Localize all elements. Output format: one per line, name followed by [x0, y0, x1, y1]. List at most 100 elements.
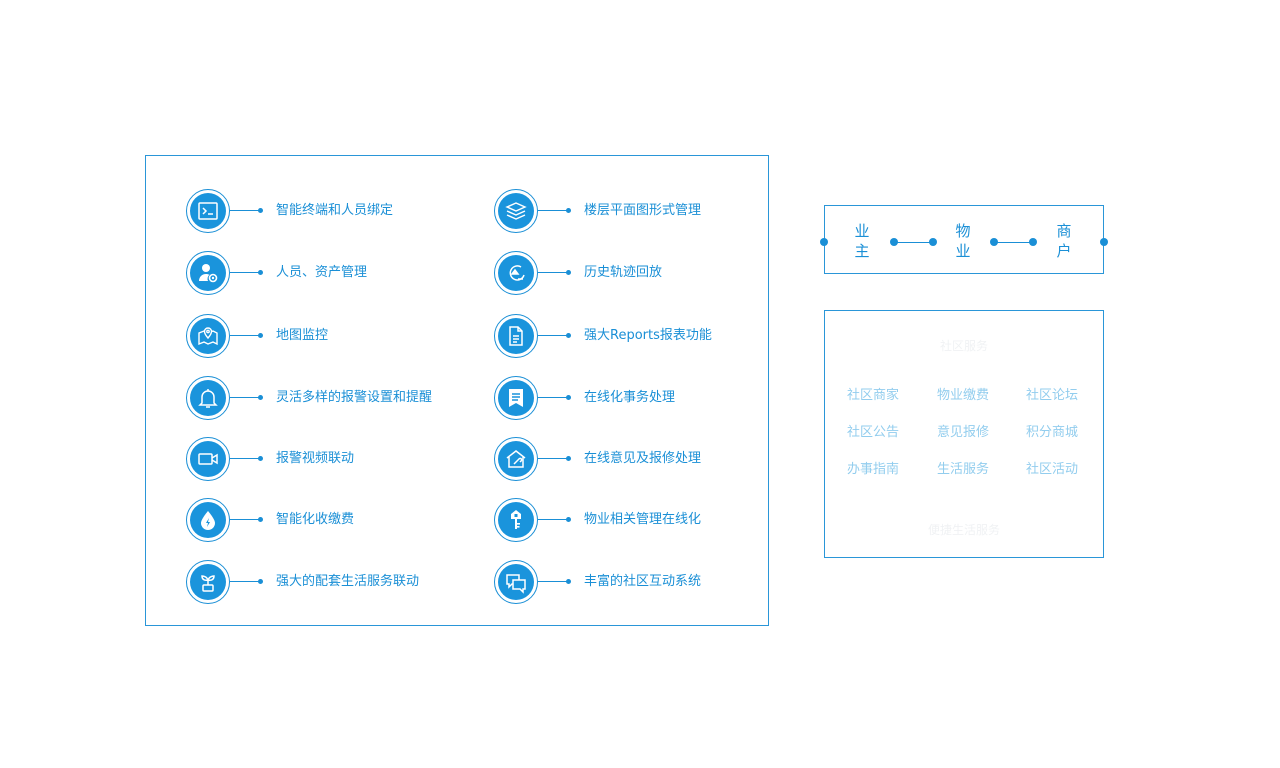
connector-line — [538, 581, 568, 582]
feature-label: 强大Reports报表功能 — [584, 328, 712, 343]
roles-dot — [990, 238, 998, 246]
house-repair-icon — [498, 441, 534, 477]
feature-alarm-video[interactable]: 报警视频联动 — [186, 437, 486, 483]
feature-label: 在线化事务处理 — [584, 390, 676, 405]
feature-life-services[interactable]: 强大的配套生活服务联动 — [186, 560, 486, 606]
icon-ring — [494, 251, 538, 295]
service-feedback-repair[interactable]: 意见报修 — [937, 425, 990, 440]
services-panel: 社区服务 社区商家 物业缴费 社区论坛 社区公告 意见报修 积分商城 办事指南 … — [824, 310, 1104, 558]
feature-feedback-repair[interactable]: 在线意见及报修处理 — [494, 437, 794, 483]
feature-label: 丰富的社区互动系统 — [584, 574, 702, 589]
connector-dot — [258, 456, 263, 461]
connector-line — [230, 272, 260, 273]
connector-line — [230, 581, 260, 582]
connector-line — [230, 519, 260, 520]
connector-line — [230, 210, 260, 211]
icon-ring — [494, 314, 538, 358]
feature-terminal-binding[interactable]: 智能终端和人员绑定 — [186, 189, 486, 235]
feature-label: 强大的配套生活服务联动 — [276, 574, 420, 589]
service-guide[interactable]: 办事指南 — [847, 462, 900, 477]
connector-dot — [566, 395, 571, 400]
icon-ring — [186, 498, 230, 542]
connector-line — [538, 210, 568, 211]
icon-ring — [494, 560, 538, 604]
connector-dot — [258, 270, 263, 275]
feature-track-playback[interactable]: 历史轨迹回放 — [494, 251, 794, 297]
icon-ring — [186, 376, 230, 420]
feature-community-interaction[interactable]: 丰富的社区互动系统 — [494, 560, 794, 606]
feature-label: 在线意见及报修处理 — [584, 451, 702, 466]
connector-dot — [566, 333, 571, 338]
service-announcements[interactable]: 社区公告 — [847, 425, 900, 440]
role-merchant[interactable]: 商户 — [1056, 222, 1072, 260]
connector-dot — [258, 208, 263, 213]
feature-property-management[interactable]: 物业相关管理在线化 — [494, 498, 794, 544]
feature-label: 地图监控 — [276, 328, 329, 343]
connector-line — [538, 335, 568, 336]
document-icon — [498, 318, 534, 354]
roles-connector-line — [897, 242, 931, 243]
icon-ring — [186, 560, 230, 604]
connector-line — [230, 397, 260, 398]
service-points-mall[interactable]: 积分商城 — [1026, 425, 1079, 440]
chat-icon — [498, 564, 534, 600]
feature-online-affairs[interactable]: 在线化事务处理 — [494, 376, 794, 422]
service-merchants[interactable]: 社区商家 — [847, 388, 900, 403]
connector-line — [230, 335, 260, 336]
water-drop-icon — [190, 502, 226, 538]
connector-line — [230, 458, 260, 459]
feature-smart-payment[interactable]: 智能化收缴费 — [186, 498, 486, 544]
connector-dot — [258, 579, 263, 584]
connector-line — [538, 272, 568, 273]
feature-reports[interactable]: 强大Reports报表功能 — [494, 314, 794, 360]
feature-map-monitoring[interactable]: 地图监控 — [186, 314, 486, 360]
icon-ring — [186, 314, 230, 358]
icon-ring — [494, 189, 538, 233]
connector-line — [538, 458, 568, 459]
roles-panel: 业主 物业 商户 — [820, 205, 1108, 274]
service-activities[interactable]: 社区活动 — [1026, 462, 1079, 477]
bell-icon — [190, 380, 226, 416]
services-footer: 便捷生活服务 — [927, 523, 1000, 537]
key-house-icon — [498, 502, 534, 538]
connector-dot — [258, 333, 263, 338]
role-property[interactable]: 物业 — [955, 222, 971, 260]
feature-label: 灵活多样的报警设置和提醒 — [276, 390, 433, 405]
connector-dot — [258, 517, 263, 522]
service-property-fee[interactable]: 物业缴费 — [937, 388, 990, 403]
icon-ring — [494, 437, 538, 481]
connector-dot — [258, 395, 263, 400]
role-owner[interactable]: 业主 — [854, 222, 870, 260]
connector-dot — [566, 456, 571, 461]
icon-ring — [494, 376, 538, 420]
connector-dot — [566, 517, 571, 522]
layers-icon — [498, 193, 534, 229]
feature-floor-plan[interactable]: 楼层平面图形式管理 — [494, 189, 794, 235]
feature-label: 报警视频联动 — [276, 451, 355, 466]
video-camera-icon — [190, 441, 226, 477]
feature-personnel-assets[interactable]: 人员、资产管理 — [186, 251, 486, 297]
user-settings-icon — [190, 255, 226, 291]
service-life[interactable]: 生活服务 — [937, 462, 990, 477]
feature-label: 历史轨迹回放 — [584, 265, 663, 280]
feature-label: 智能终端和人员绑定 — [276, 203, 394, 218]
roles-right-dot — [1100, 238, 1108, 246]
feature-label: 智能化收缴费 — [276, 512, 355, 527]
icon-ring — [186, 437, 230, 481]
roles-dot — [890, 238, 898, 246]
roles-left-dot — [820, 238, 828, 246]
feature-label: 人员、资产管理 — [276, 265, 368, 280]
service-forum[interactable]: 社区论坛 — [1026, 388, 1079, 403]
roles-dot — [929, 238, 937, 246]
feature-label: 楼层平面图形式管理 — [584, 203, 702, 218]
services-heading: 社区服务 — [939, 339, 988, 353]
icon-ring — [186, 189, 230, 233]
feature-alarm-settings[interactable]: 灵活多样的报警设置和提醒 — [186, 376, 486, 422]
map-pin-icon — [190, 318, 226, 354]
bookmark-list-icon — [498, 380, 534, 416]
connector-dot — [566, 270, 571, 275]
connector-line — [538, 397, 568, 398]
icon-ring — [494, 498, 538, 542]
connector-dot — [566, 208, 571, 213]
connector-line — [538, 519, 568, 520]
